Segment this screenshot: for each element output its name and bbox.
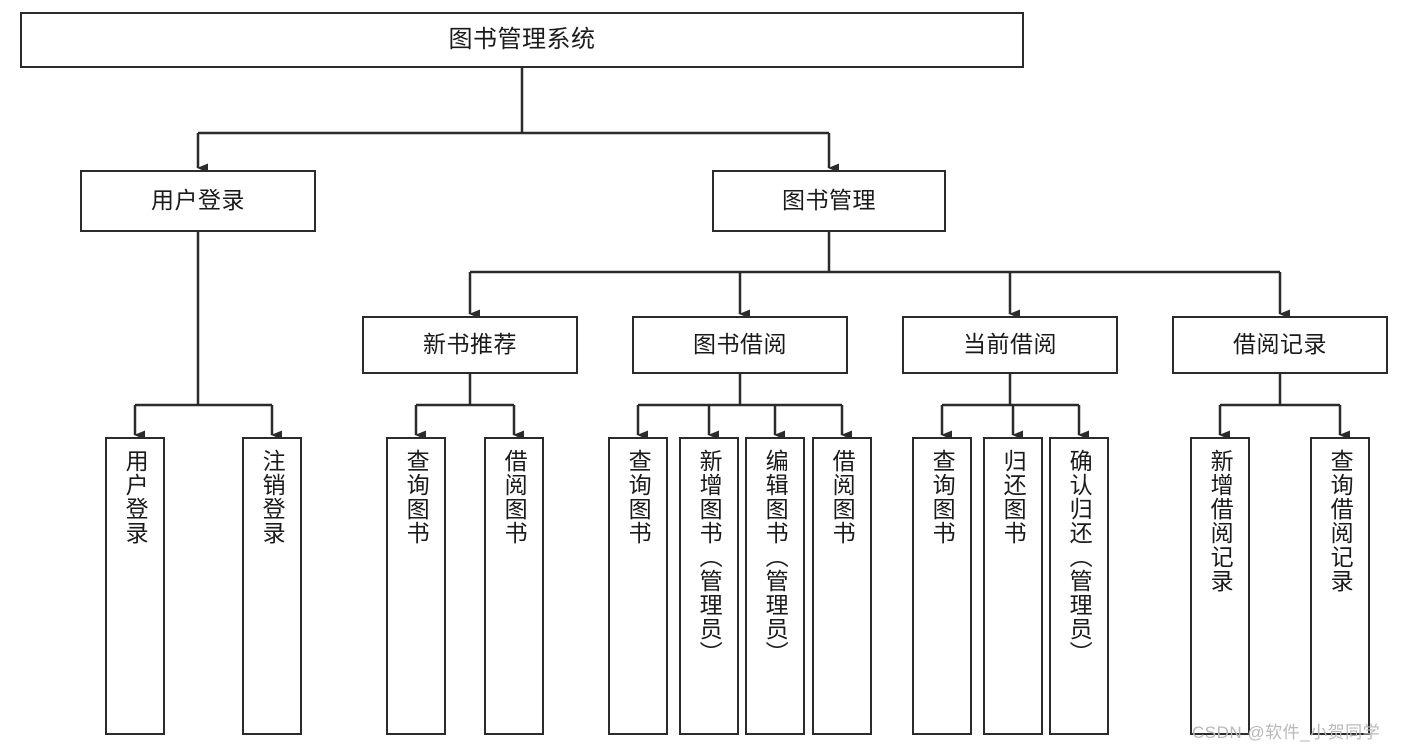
node-leaf_new1[interactable]: 查询图书 <box>386 437 446 735</box>
node-label: 用户登录 <box>122 449 149 545</box>
node-label: 当前借阅 <box>963 331 1057 358</box>
node-label: 图书管理系统 <box>448 25 596 53</box>
node-label: 查询图书 <box>403 449 430 545</box>
node-label: 借阅图书 <box>829 449 856 545</box>
node-leaf_bor4[interactable]: 借阅图书 <box>812 437 872 735</box>
node-label: 编辑图书（管理员） <box>762 449 789 665</box>
edge-group <box>133 68 1350 440</box>
node-leaf_rec1[interactable]: 新增借阅记录 <box>1190 437 1250 735</box>
node-leaf_cur2[interactable]: 归还图书 <box>983 437 1043 735</box>
node-label: 查询图书 <box>625 449 652 545</box>
node-label: 查询借阅记录 <box>1327 449 1354 593</box>
node-label: 新增借阅记录 <box>1207 449 1234 593</box>
node-leaf_cur1[interactable]: 查询图书 <box>912 437 972 735</box>
node-label: 查询图书 <box>929 449 956 545</box>
node-label: 新书推荐 <box>423 331 517 358</box>
watermark-label: CSDN @软件_小贺同学 <box>1192 723 1381 742</box>
node-label: 注销登录 <box>259 449 286 545</box>
node-records[interactable]: 借阅记录 <box>1172 316 1388 374</box>
node-leaf_new2[interactable]: 借阅图书 <box>484 437 544 735</box>
node-label: 图书借阅 <box>693 331 787 358</box>
node-label: 借阅图书 <box>501 449 528 545</box>
node-leaf_login1[interactable]: 用户登录 <box>105 437 165 735</box>
node-label: 图书管理 <box>782 187 876 214</box>
node-leaf_cur3[interactable]: 确认归还（管理员） <box>1049 437 1109 735</box>
node-newbook[interactable]: 新书推荐 <box>362 316 578 374</box>
node-login[interactable]: 用户登录 <box>80 170 316 232</box>
node-leaf_bor1[interactable]: 查询图书 <box>608 437 668 735</box>
node-bookmgmt[interactable]: 图书管理 <box>712 170 946 232</box>
node-leaf_login2[interactable]: 注销登录 <box>242 437 302 735</box>
node-label: 新增图书（管理员） <box>696 449 723 665</box>
node-leaf_rec2[interactable]: 查询借阅记录 <box>1310 437 1370 735</box>
node-label: 借阅记录 <box>1233 331 1327 358</box>
node-label: 归还图书 <box>1000 449 1027 545</box>
node-leaf_bor2[interactable]: 新增图书（管理员） <box>679 437 739 735</box>
node-borrow[interactable]: 图书借阅 <box>632 316 848 374</box>
node-root[interactable]: 图书管理系统 <box>20 12 1024 68</box>
node-label: 用户登录 <box>151 187 245 214</box>
node-label: 确认归还（管理员） <box>1066 449 1093 665</box>
node-current[interactable]: 当前借阅 <box>902 316 1118 374</box>
node-leaf_bor3[interactable]: 编辑图书（管理员） <box>745 437 805 735</box>
